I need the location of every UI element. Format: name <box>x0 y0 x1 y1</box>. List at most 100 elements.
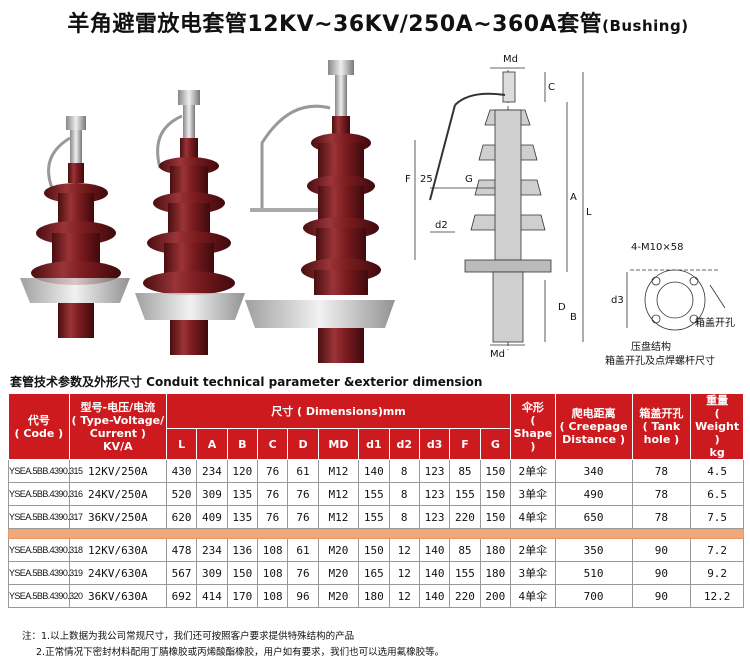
dim-header: MD <box>317 428 360 460</box>
label-bolt: 4-M10×58 <box>631 242 683 253</box>
label-d2: d2 <box>435 220 448 231</box>
cell-shape: 3单伞 <box>510 482 556 506</box>
cell-dimension: 76 <box>287 482 319 506</box>
cell-shape: 4单伞 <box>510 505 556 529</box>
label-g: G <box>465 174 473 185</box>
cell-dimension: M20 <box>317 584 360 608</box>
cell-dimension: 180 <box>358 584 390 608</box>
cell-tank-hole: 90 <box>631 561 692 585</box>
cell-tank-hole: 78 <box>631 505 692 529</box>
header-shape: 伞形 ( Shape ) <box>510 393 556 460</box>
cell-dimension: 8 <box>388 505 420 529</box>
cell-code: YSEA.5BB.4390.317 <box>8 505 83 529</box>
cell-dimension: M12 <box>317 505 360 529</box>
cell-dimension: 567 <box>165 561 198 585</box>
header-dimensions: 尺寸 ( Dimensions)mm <box>165 392 512 430</box>
label-md-top: Md <box>503 54 518 65</box>
cell-dimension: 620 <box>165 505 198 529</box>
dim-header: L <box>165 428 198 460</box>
cell-dimension: 123 <box>418 459 451 483</box>
cell-dimension: 61 <box>287 538 319 562</box>
dims-header-row: L A B C D MD d1 d2 d3 F G <box>9 428 744 460</box>
cell-code: YSEA.5BB.4390.315 <box>8 459 83 483</box>
cell-dimension: 108 <box>256 584 289 608</box>
label-c: C <box>548 82 555 93</box>
label-25: 25 <box>420 174 433 185</box>
cell-dimension: 430 <box>165 459 198 483</box>
cell-dimension: 123 <box>418 482 451 506</box>
cell-dimension: 220 <box>449 584 481 608</box>
cell-dimension: 140 <box>418 538 451 562</box>
cell-dimension: 8 <box>388 459 420 483</box>
cell-dimension: 150 <box>479 505 512 529</box>
label-d3: d3 <box>611 295 624 306</box>
cell-shape: 2单伞 <box>510 459 556 483</box>
dim-header: A <box>196 428 228 460</box>
dim-header: C <box>256 428 289 460</box>
cell-dimension: 12 <box>388 561 420 585</box>
cell-tank-hole: 90 <box>631 538 692 562</box>
cell-dimension: 85 <box>449 459 481 483</box>
cell-dimension: 234 <box>196 538 228 562</box>
label-d: D <box>558 302 566 313</box>
cell-dimension: 150 <box>479 459 512 483</box>
dim-header: F <box>449 428 481 460</box>
header-code: 代号 ( Code ) <box>8 393 70 460</box>
cell-code: YSEA.5BB.4390.318 <box>8 538 83 562</box>
cell-weight: 9.2 <box>690 561 744 585</box>
cell-dimension: 165 <box>358 561 390 585</box>
dim-header: D <box>287 428 319 460</box>
cell-dimension: 8 <box>388 482 420 506</box>
bushing-photo-small <box>20 116 130 338</box>
cell-dimension: 155 <box>449 561 481 585</box>
cell-dimension: 155 <box>358 482 390 506</box>
cell-dimension: 409 <box>196 505 228 529</box>
table-caption: 套管技术参数及外形尺寸 Conduit technical parameter … <box>10 375 483 389</box>
cell-weight: 7.2 <box>690 538 744 562</box>
dim-header: d2 <box>388 428 420 460</box>
dimension-drawing: Md C F 25 G d2 A L D B Md 4-M10×58 d3 箱盖… <box>405 54 735 367</box>
cell-weight: 7.5 <box>690 505 744 529</box>
bushing-photo-large <box>245 60 395 363</box>
cell-dimension: M12 <box>317 482 360 506</box>
note-1: 注：1.以上数据为我公司常规尺寸，我们还可按照客户要求提供特殊结构的产品 <box>22 631 355 642</box>
label-flange-note: 箱盖开孔及点焊螺杆尺寸 <box>605 354 715 367</box>
cell-creepage: 510 <box>554 561 633 585</box>
bushing-photo-medium <box>135 90 245 355</box>
cell-type: 36KV/250A <box>68 505 167 529</box>
note-2: 2.正常情况下密封材料配用丁腈橡胶或丙烯酸酯橡胶，用户如有要求，我们也可以选用氟… <box>36 647 445 658</box>
cell-dimension: 150 <box>479 482 512 506</box>
header-weight: 重量 ( Weight ) kg <box>690 393 744 460</box>
dim-header: d1 <box>358 428 390 460</box>
cell-dimension: 76 <box>256 505 289 529</box>
label-f: F <box>405 174 411 185</box>
product-photos <box>20 60 395 363</box>
cell-type: 24KV/250A <box>68 482 167 506</box>
cell-dimension: 12 <box>388 584 420 608</box>
spec-table: 代号 ( Code ) 型号-电压/电流 ( Type-Voltage/ Cur… <box>8 392 744 608</box>
cell-dimension: M12 <box>317 459 360 483</box>
cell-dimension: 150 <box>358 538 390 562</box>
group-separator <box>8 528 744 539</box>
dim-header: G <box>479 428 512 460</box>
cell-dimension: 135 <box>226 482 258 506</box>
cell-dimension: 108 <box>256 561 289 585</box>
cell-dimension: 234 <box>196 459 228 483</box>
cell-dimension: 61 <box>287 459 319 483</box>
cell-dimension: 140 <box>418 561 451 585</box>
cell-dimension: 76 <box>256 459 289 483</box>
cell-dimension: 136 <box>226 538 258 562</box>
cell-shape: 3单伞 <box>510 561 556 585</box>
cell-creepage: 340 <box>554 459 633 483</box>
cell-dimension: 135 <box>226 505 258 529</box>
cell-weight: 12.2 <box>690 584 744 608</box>
dim-header: d3 <box>418 428 451 460</box>
cell-dimension: M20 <box>317 538 360 562</box>
cell-dimension: 85 <box>449 538 481 562</box>
cell-type: 12KV/250A <box>68 459 167 483</box>
